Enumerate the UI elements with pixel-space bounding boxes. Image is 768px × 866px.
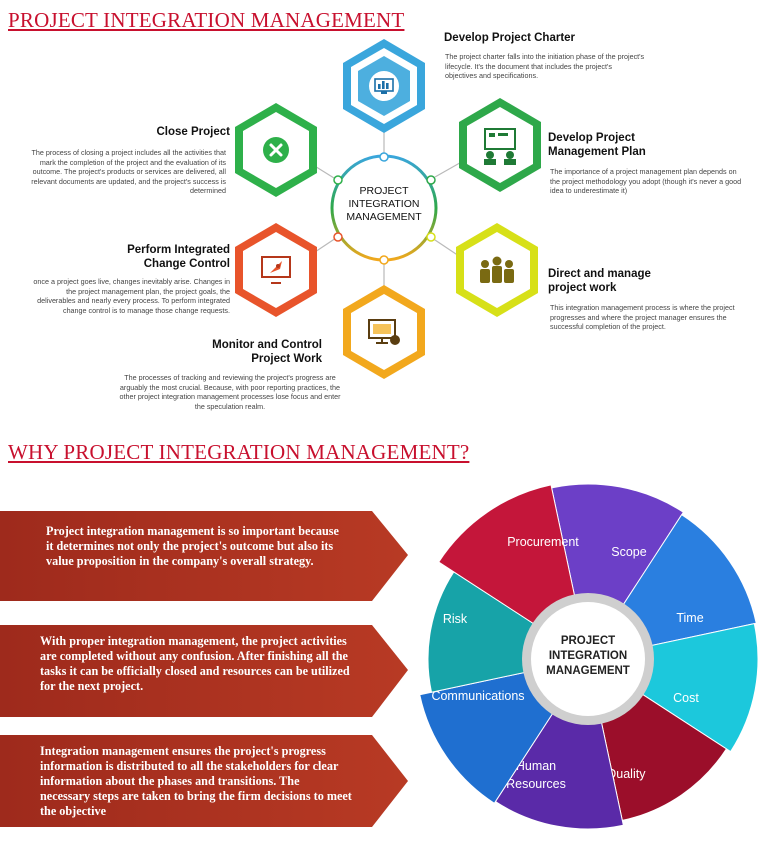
wheel-label-scope: Scope (611, 545, 646, 559)
step-title-change: Perform Integrated Change Control (127, 244, 230, 270)
hexagon-change-control (235, 223, 317, 317)
hexagon-develop-plan (459, 98, 541, 192)
wheel-label-procurement: Procurement (507, 535, 579, 549)
planning-board-icon (484, 128, 516, 165)
step-desc-change: once a project goes live, changes inevit… (33, 277, 230, 315)
wheel-label-quality: Quality (607, 767, 647, 781)
step-title-charter: Develop Project Charter (444, 32, 576, 44)
wheel-label-communications: Communications (431, 689, 524, 703)
reason-arrow-1 (0, 511, 408, 601)
wheel-center-line-3: MANAGEMENT (546, 665, 630, 677)
step-title-close: Close Project (156, 126, 231, 138)
hexagon-direct-manage (456, 223, 538, 317)
step-desc-close: The process of closing a project include… (31, 148, 226, 196)
reason-arrow-2 (0, 625, 408, 717)
reason-text-1: Project integration management is so imp… (46, 524, 339, 568)
step-desc-plan: The importance of a project management p… (550, 167, 742, 196)
step-desc-monitor: The processes of tracking and reviewing … (119, 373, 341, 411)
wheel-label-risk: Risk (443, 612, 468, 626)
reason-text-2: With proper integration management, the … (40, 634, 350, 693)
wheel-center-line-1: PROJECT (561, 635, 615, 647)
reason-arrow-3 (0, 735, 408, 827)
process-hexagon-diagram: PROJECT INTEGRATION MANAGEMENT (235, 39, 541, 379)
wheel-label-cost: Cost (673, 691, 699, 705)
step-desc-direct: This integration management process is w… (550, 303, 735, 332)
step-desc-charter: The project charter falls into the initi… (445, 52, 645, 81)
close-x-icon (263, 137, 289, 163)
wheel-label-time: Time (676, 611, 703, 625)
reason-arrows (0, 511, 408, 827)
reason-text-3: Integration management ensures the proje… (40, 744, 352, 818)
step-title-direct: Direct and manage project work (548, 268, 651, 294)
rocket-screen-icon (261, 256, 291, 284)
step-title-plan: Develop Project Management Plan (548, 132, 646, 158)
team-icon (480, 256, 514, 283)
center-label-line-2: INTEGRATION (349, 198, 420, 210)
wheel-center-line-2: INTEGRATION (549, 650, 627, 662)
center-label-line-3: MANAGEMENT (346, 211, 422, 223)
hexagon-close-project (235, 103, 317, 197)
section-heading-process: PROJECT INTEGRATION MANAGEMENT (8, 8, 405, 32)
monitor-analytics-icon (368, 319, 400, 345)
step-title-monitor: Monitor and Control Project Work (212, 339, 322, 365)
section-heading-why: WHY PROJECT INTEGRATION MANAGEMENT? (8, 440, 470, 464)
center-label-line-1: PROJECT (359, 185, 409, 197)
hexagon-develop-charter (343, 39, 425, 133)
hexagon-monitor-control (343, 285, 425, 379)
chart-monitor-icon (369, 71, 399, 101)
